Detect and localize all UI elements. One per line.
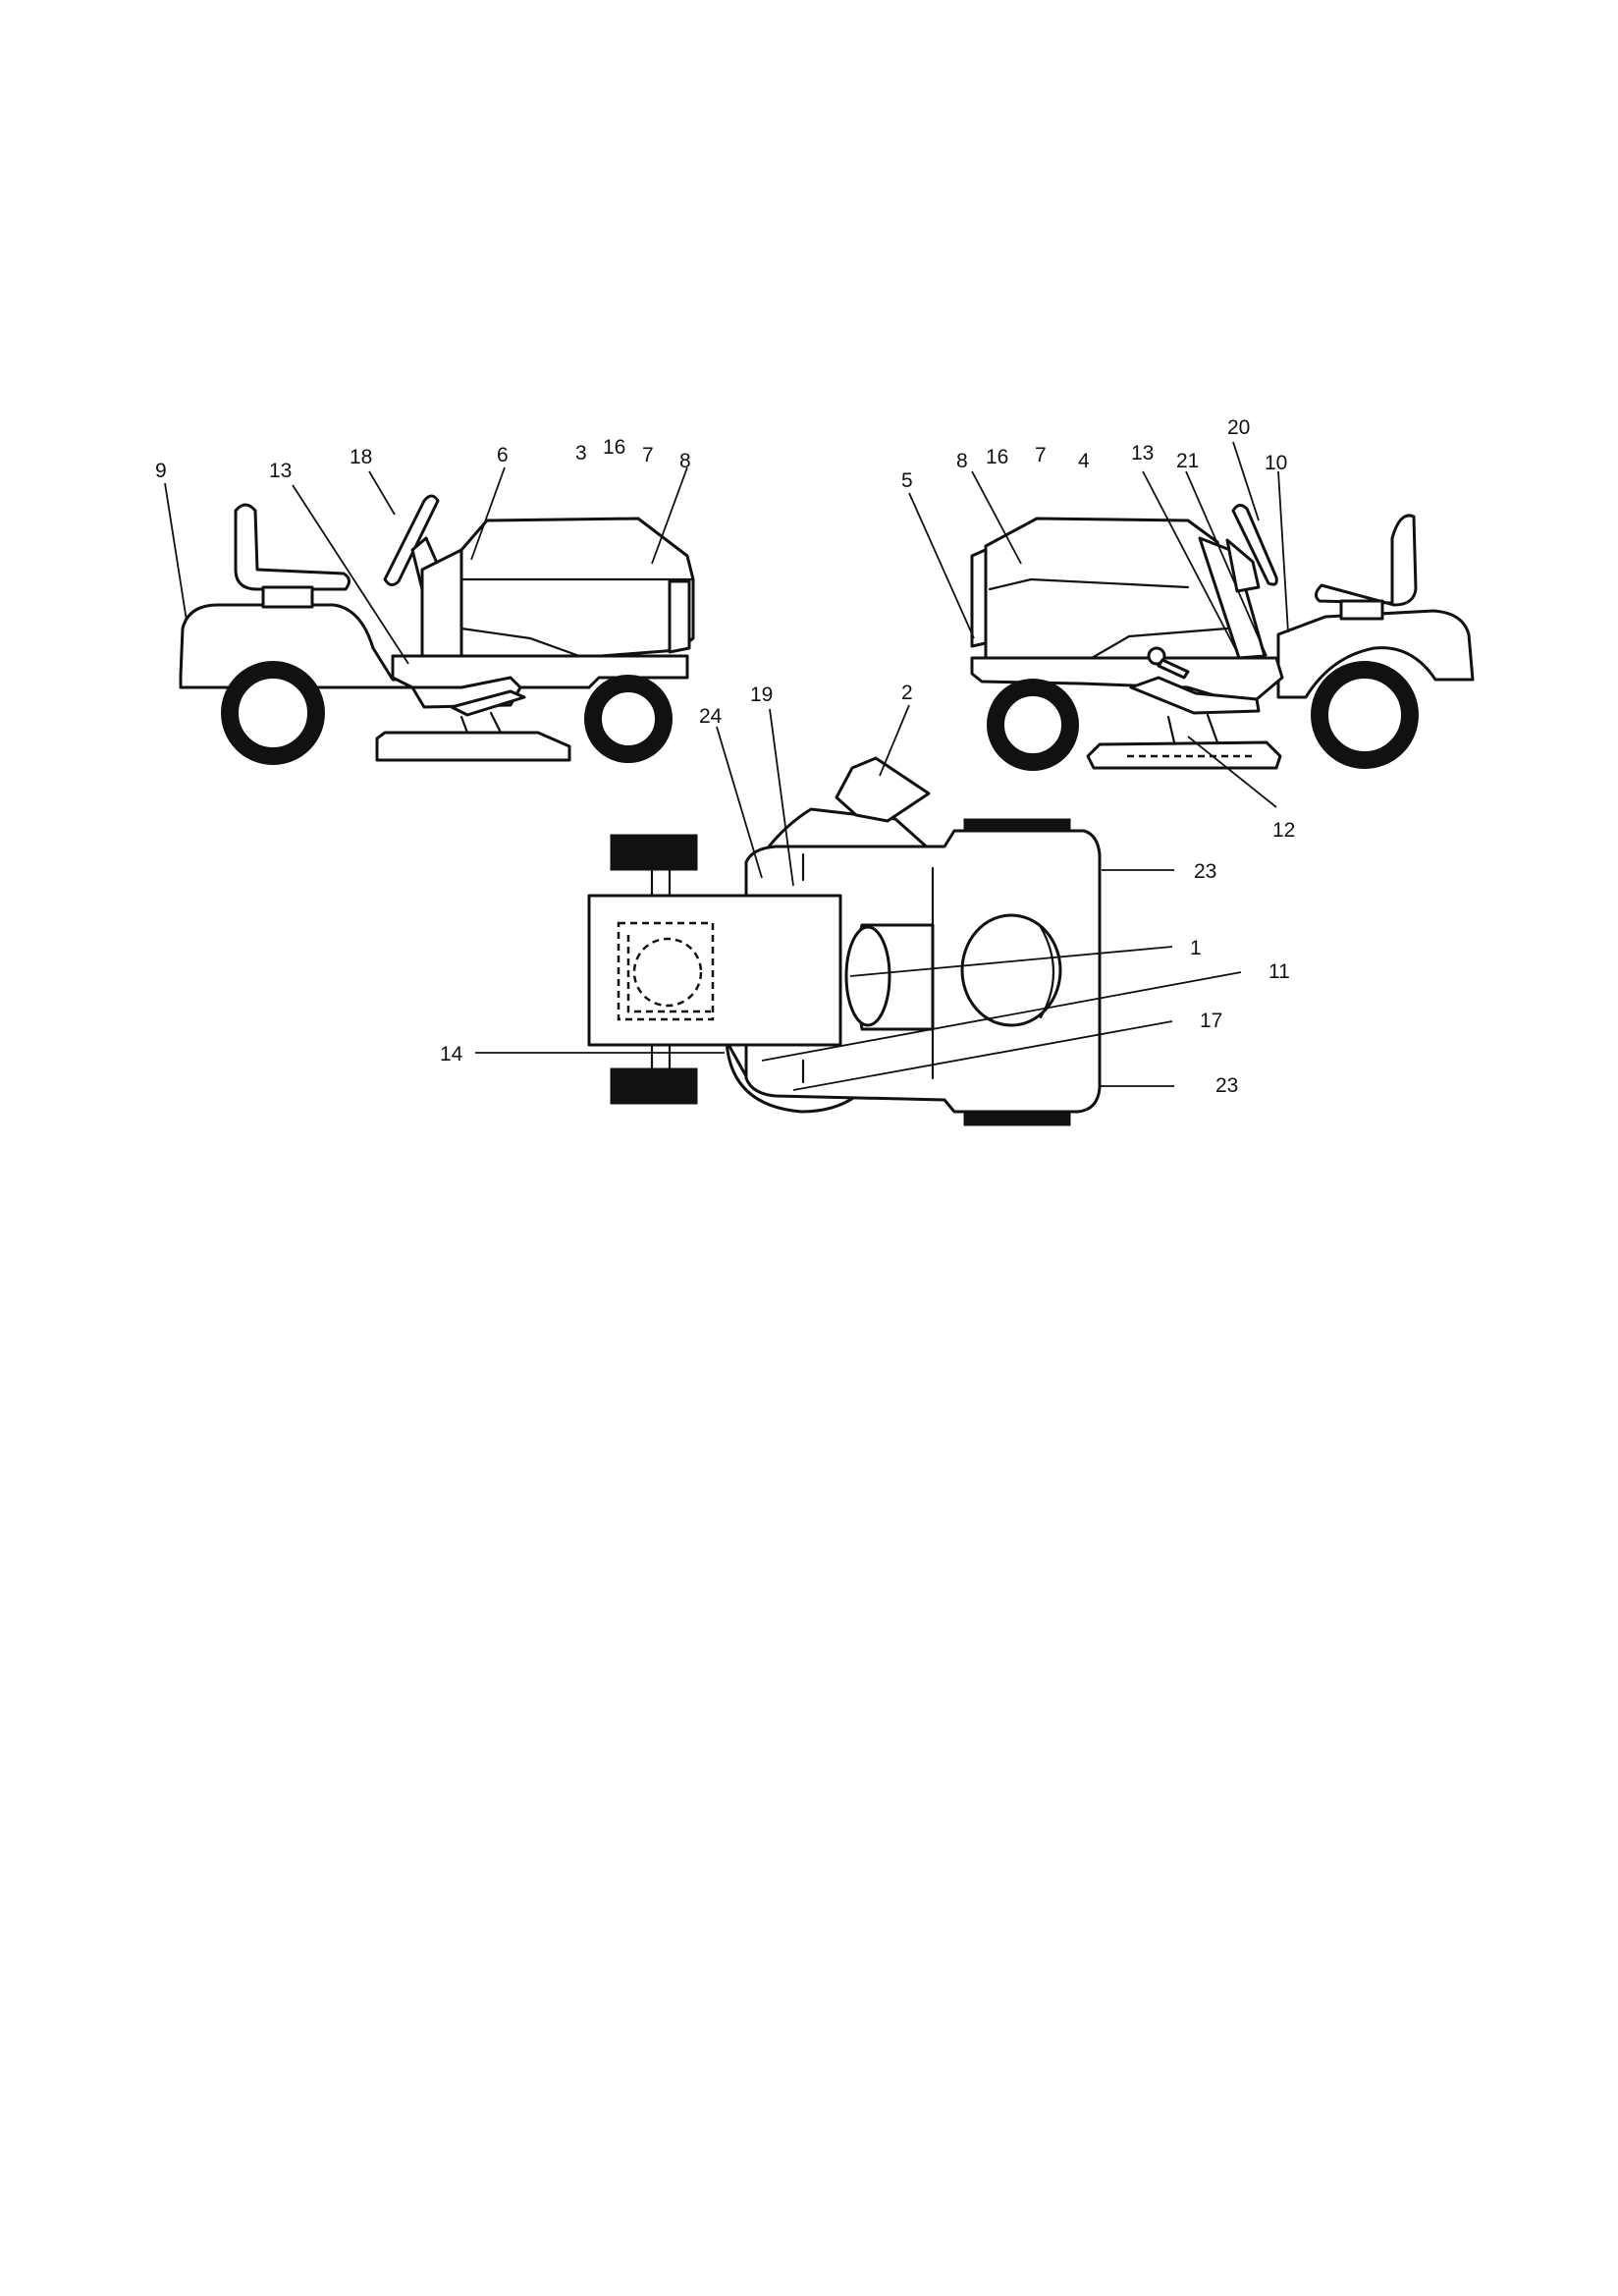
callout-right-20: 20 [1227,416,1250,439]
callout-top-17: 17 [1200,1010,1222,1032]
left-rear-fender [179,603,414,689]
right-lift-lever-knob [1147,646,1166,666]
callout-right-5: 5 [901,469,913,492]
right-mower-deck [1086,740,1282,770]
leader-left-6 [470,466,506,561]
left-front-wheel [584,675,673,763]
top-discharge-chute [835,756,931,823]
callout-right-10: 10 [1265,452,1287,474]
callout-right-7: 7 [1035,444,1047,466]
right-side-view [970,504,1475,771]
leader-right-8 [971,470,1022,565]
leader-right-20 [1232,441,1260,521]
callout-left-18: 18 [350,446,372,468]
leader-top-1 [849,946,1173,977]
left-side-view [179,494,695,765]
callout-right-21: 21 [1176,450,1199,472]
top-seat [960,913,1062,1027]
top-engine-inner [626,935,711,1013]
callout-labels: 9 13 18 6 3 16 7 8 5 8 16 7 4 13 20 21 1… [155,416,1295,1097]
left-rear-wheel [221,661,325,765]
callout-left-13: 13 [269,460,292,482]
callout-top-23-upper: 23 [1194,860,1216,883]
right-deck-hanger [1166,713,1219,744]
right-hood-crease [988,577,1190,591]
left-frame [391,654,689,689]
leader-left-9 [164,482,188,622]
right-dash [1198,536,1267,660]
right-seat-post [1339,599,1384,621]
right-steering-column [1225,538,1261,593]
leader-right-21 [1185,470,1267,657]
leader-top-11 [761,971,1242,1062]
left-deck-hanger [459,711,503,735]
leader-right-13 [1142,470,1238,653]
left-mower-deck [375,731,571,762]
top-front-left-tire [610,834,698,871]
right-footrest [1129,676,1261,715]
leader-right-10 [1277,470,1289,633]
callout-left-16: 16 [603,436,625,459]
callout-top-11: 11 [1268,960,1290,983]
top-front-axle-upper [650,868,672,898]
leader-left-8 [651,466,688,565]
leader-top-19 [769,708,794,887]
right-seat [1315,514,1418,607]
right-steering-wheel [1231,504,1278,586]
top-engine-flywheel [632,937,703,1008]
leader-right-12 [1187,736,1277,808]
callout-left-8: 8 [679,450,691,472]
callout-right-8: 8 [956,450,968,472]
callout-top-14: 14 [440,1043,463,1066]
callout-right-12: 12 [1272,819,1295,842]
right-hood-side-crease [1090,627,1229,660]
top-view [587,756,1102,1126]
leader-top-24 [716,726,763,879]
callout-right-4: 4 [1078,450,1090,472]
callout-left-9: 9 [155,460,167,482]
right-rear-wheel [1311,661,1419,769]
leader-left-13 [292,484,409,665]
callout-left-6: 6 [497,444,509,466]
left-seat-post [261,585,314,609]
leader-left-18 [368,470,396,516]
callout-top-24: 24 [699,705,723,728]
callout-right-13: 13 [1131,442,1154,465]
leader-lines [164,441,1289,1091]
top-front-axle-lower [650,1043,672,1070]
top-steering-hub [844,925,891,1027]
leader-top-17 [792,1020,1173,1091]
right-lift-lever [1157,658,1190,680]
leader-right-5 [908,492,975,639]
callout-top-1: 1 [1190,937,1202,959]
left-seat [234,503,351,591]
top-front-right-tire [610,1067,698,1105]
callout-top-2: 2 [901,682,913,704]
top-discharge-area [764,807,933,852]
callout-top-23-lower: 23 [1215,1074,1238,1097]
left-steering-wheel [383,494,440,586]
left-grille [668,579,691,654]
callout-left-7: 7 [642,444,654,466]
left-dash [420,548,463,658]
callout-top-19: 19 [750,683,773,706]
leader-top-2 [879,704,910,777]
callout-right-16: 16 [986,446,1008,468]
top-hood [587,894,842,1047]
left-hood [459,517,695,658]
left-pedal [450,689,526,717]
right-front-wheel [987,679,1079,771]
top-engine-outline [617,921,715,1021]
callout-left-3: 3 [575,442,587,465]
right-rear-fender [1276,609,1475,699]
left-hood-side-crease [459,627,581,658]
